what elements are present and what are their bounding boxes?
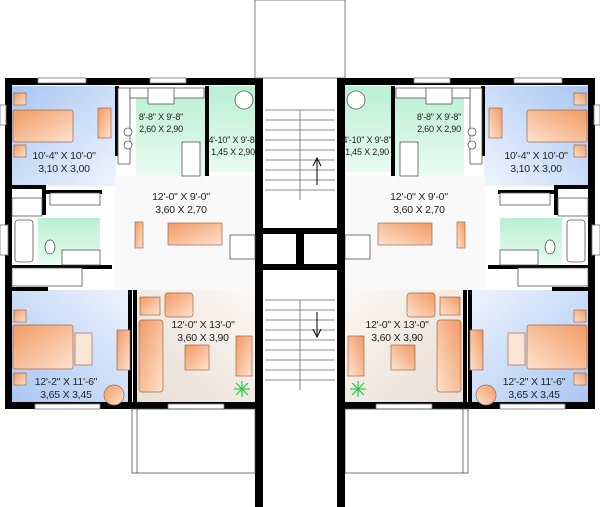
dimension-imperial: 10'-4" X 10'-0" <box>32 150 96 162</box>
core-walls <box>263 78 345 507</box>
dimension-imperial: 10'-4" X 10'-0" <box>504 150 568 162</box>
left-bedroom-2-label: 12'-2" X 11'-6"3,65 X 3,45 <box>35 376 98 402</box>
arrow-down-icon <box>312 312 322 339</box>
dimension-imperial: 8'-8" X 9'-8" <box>138 112 184 122</box>
dimension-imperial: 12'-0" X 13'-0" <box>365 319 429 331</box>
dimension-metric: 3,10 X 3,00 <box>38 163 90 175</box>
dimension-metric: 3,65 X 3,45 <box>508 389 560 401</box>
stairs-upper <box>265 109 335 200</box>
dimension-imperial: 12'-2" X 11'-6" <box>34 376 98 388</box>
right-bedroom-2-label: 12'-2" X 11'-6"3,65 X 3,45 <box>503 376 566 402</box>
stairs-lower <box>265 299 335 390</box>
dimension-imperial: 8'-8" X 9'-8" <box>416 112 462 122</box>
dimension-imperial: 12'-0" X 9'-0" <box>390 191 448 203</box>
right-bathroom-label: 4'-10" X 9'-8" 1,45 X 2,90 <box>342 134 391 158</box>
right-kitchen-label: 8'-8" X 9'-8" 2,60 X 2,90 <box>417 111 461 135</box>
dimension-imperial: 4'-10" X 9'-8" <box>342 135 392 145</box>
dimension-metric: 2,60 X 2,90 <box>139 124 183 134</box>
left-living-label: 12'-0" X 13'-0"3,60 X 3,90 <box>171 319 235 345</box>
entry-porch <box>254 0 346 79</box>
dimension-metric: 3,65 X 3,45 <box>40 389 92 401</box>
left-kitchen-label: 8'-8" X 9'-8" 2,60 X 2,90 <box>139 111 183 135</box>
left-dining-label: 12'-0" X 9'-0"3,60 X 2,70 <box>152 191 210 217</box>
right-living-label: 12'-0" X 13'-0"3,60 X 3,90 <box>365 319 429 345</box>
dimension-metric: 3,60 X 3,90 <box>177 332 229 344</box>
dimension-metric: 3,60 X 2,70 <box>155 204 207 216</box>
dimension-imperial: 12'-2" X 11'-6" <box>502 376 566 388</box>
dimension-metric: 1,45 X 2,90 <box>345 147 389 157</box>
dimension-imperial: 4'-10" X 9'-8" <box>208 135 258 145</box>
left-bathroom-label: 4'-10" X 9'-8" 1,45 X 2,90 <box>208 134 257 158</box>
dimension-metric: 2,60 X 2,90 <box>417 124 461 134</box>
left-bedroom-1-label: 10'-4" X 10'-0"3,10 X 3,00 <box>32 150 96 176</box>
right-dining-label: 12'-0" X 9'-0"3,60 X 2,70 <box>390 191 448 217</box>
arrow-up-icon <box>312 156 322 185</box>
dimension-metric: 3,60 X 3,90 <box>371 332 423 344</box>
dimension-imperial: 12'-0" X 13'-0" <box>171 319 235 331</box>
dimension-metric: 1,45 X 2,90 <box>211 147 255 157</box>
dimension-metric: 3,10 X 3,00 <box>510 163 562 175</box>
dimension-metric: 3,60 X 2,70 <box>393 204 445 216</box>
dimension-imperial: 12'-0" X 9'-0" <box>152 191 210 203</box>
right-bedroom-1-label: 10'-4" X 10'-0"3,10 X 3,00 <box>504 150 568 176</box>
